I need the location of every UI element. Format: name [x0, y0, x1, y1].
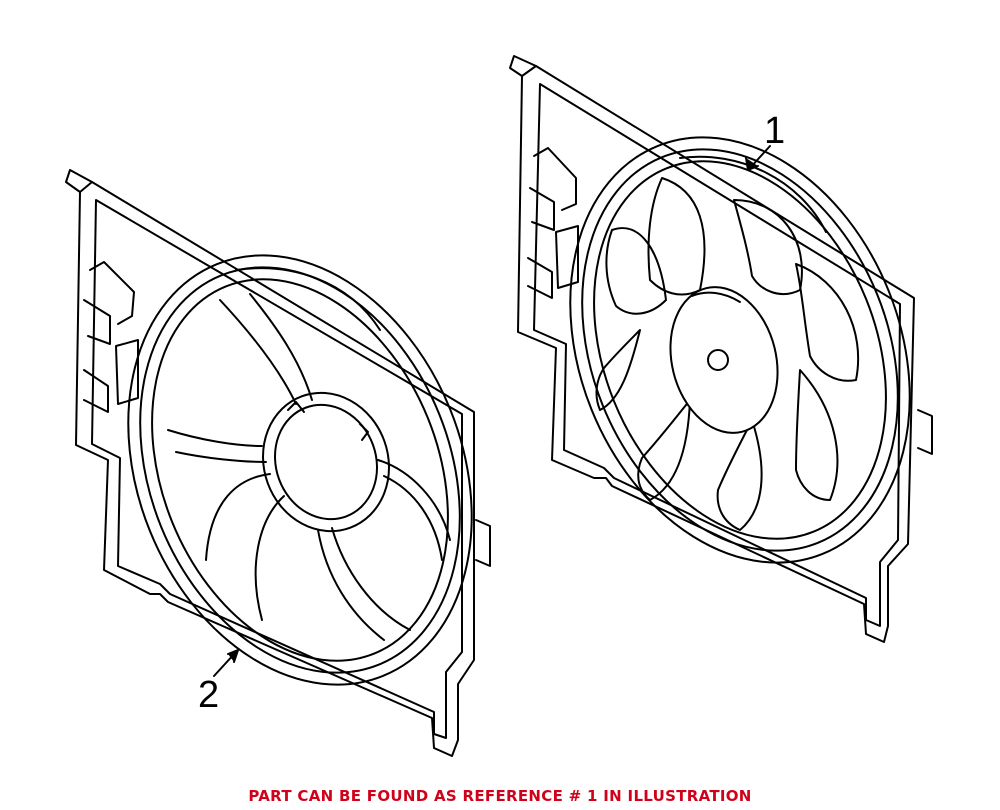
- shroud-2-frame: [65, 169, 475, 757]
- fan-shroud-part-2: [65, 169, 491, 757]
- callout-label-1: 1: [764, 110, 786, 152]
- reference-note: PART CAN BE FOUND AS REFERENCE # 1 IN IL…: [248, 787, 752, 805]
- fan-hub: [669, 286, 779, 434]
- fan-assembly-part-1: [509, 55, 933, 643]
- hub-center: [707, 349, 729, 371]
- callout-label-2: 2: [198, 674, 220, 716]
